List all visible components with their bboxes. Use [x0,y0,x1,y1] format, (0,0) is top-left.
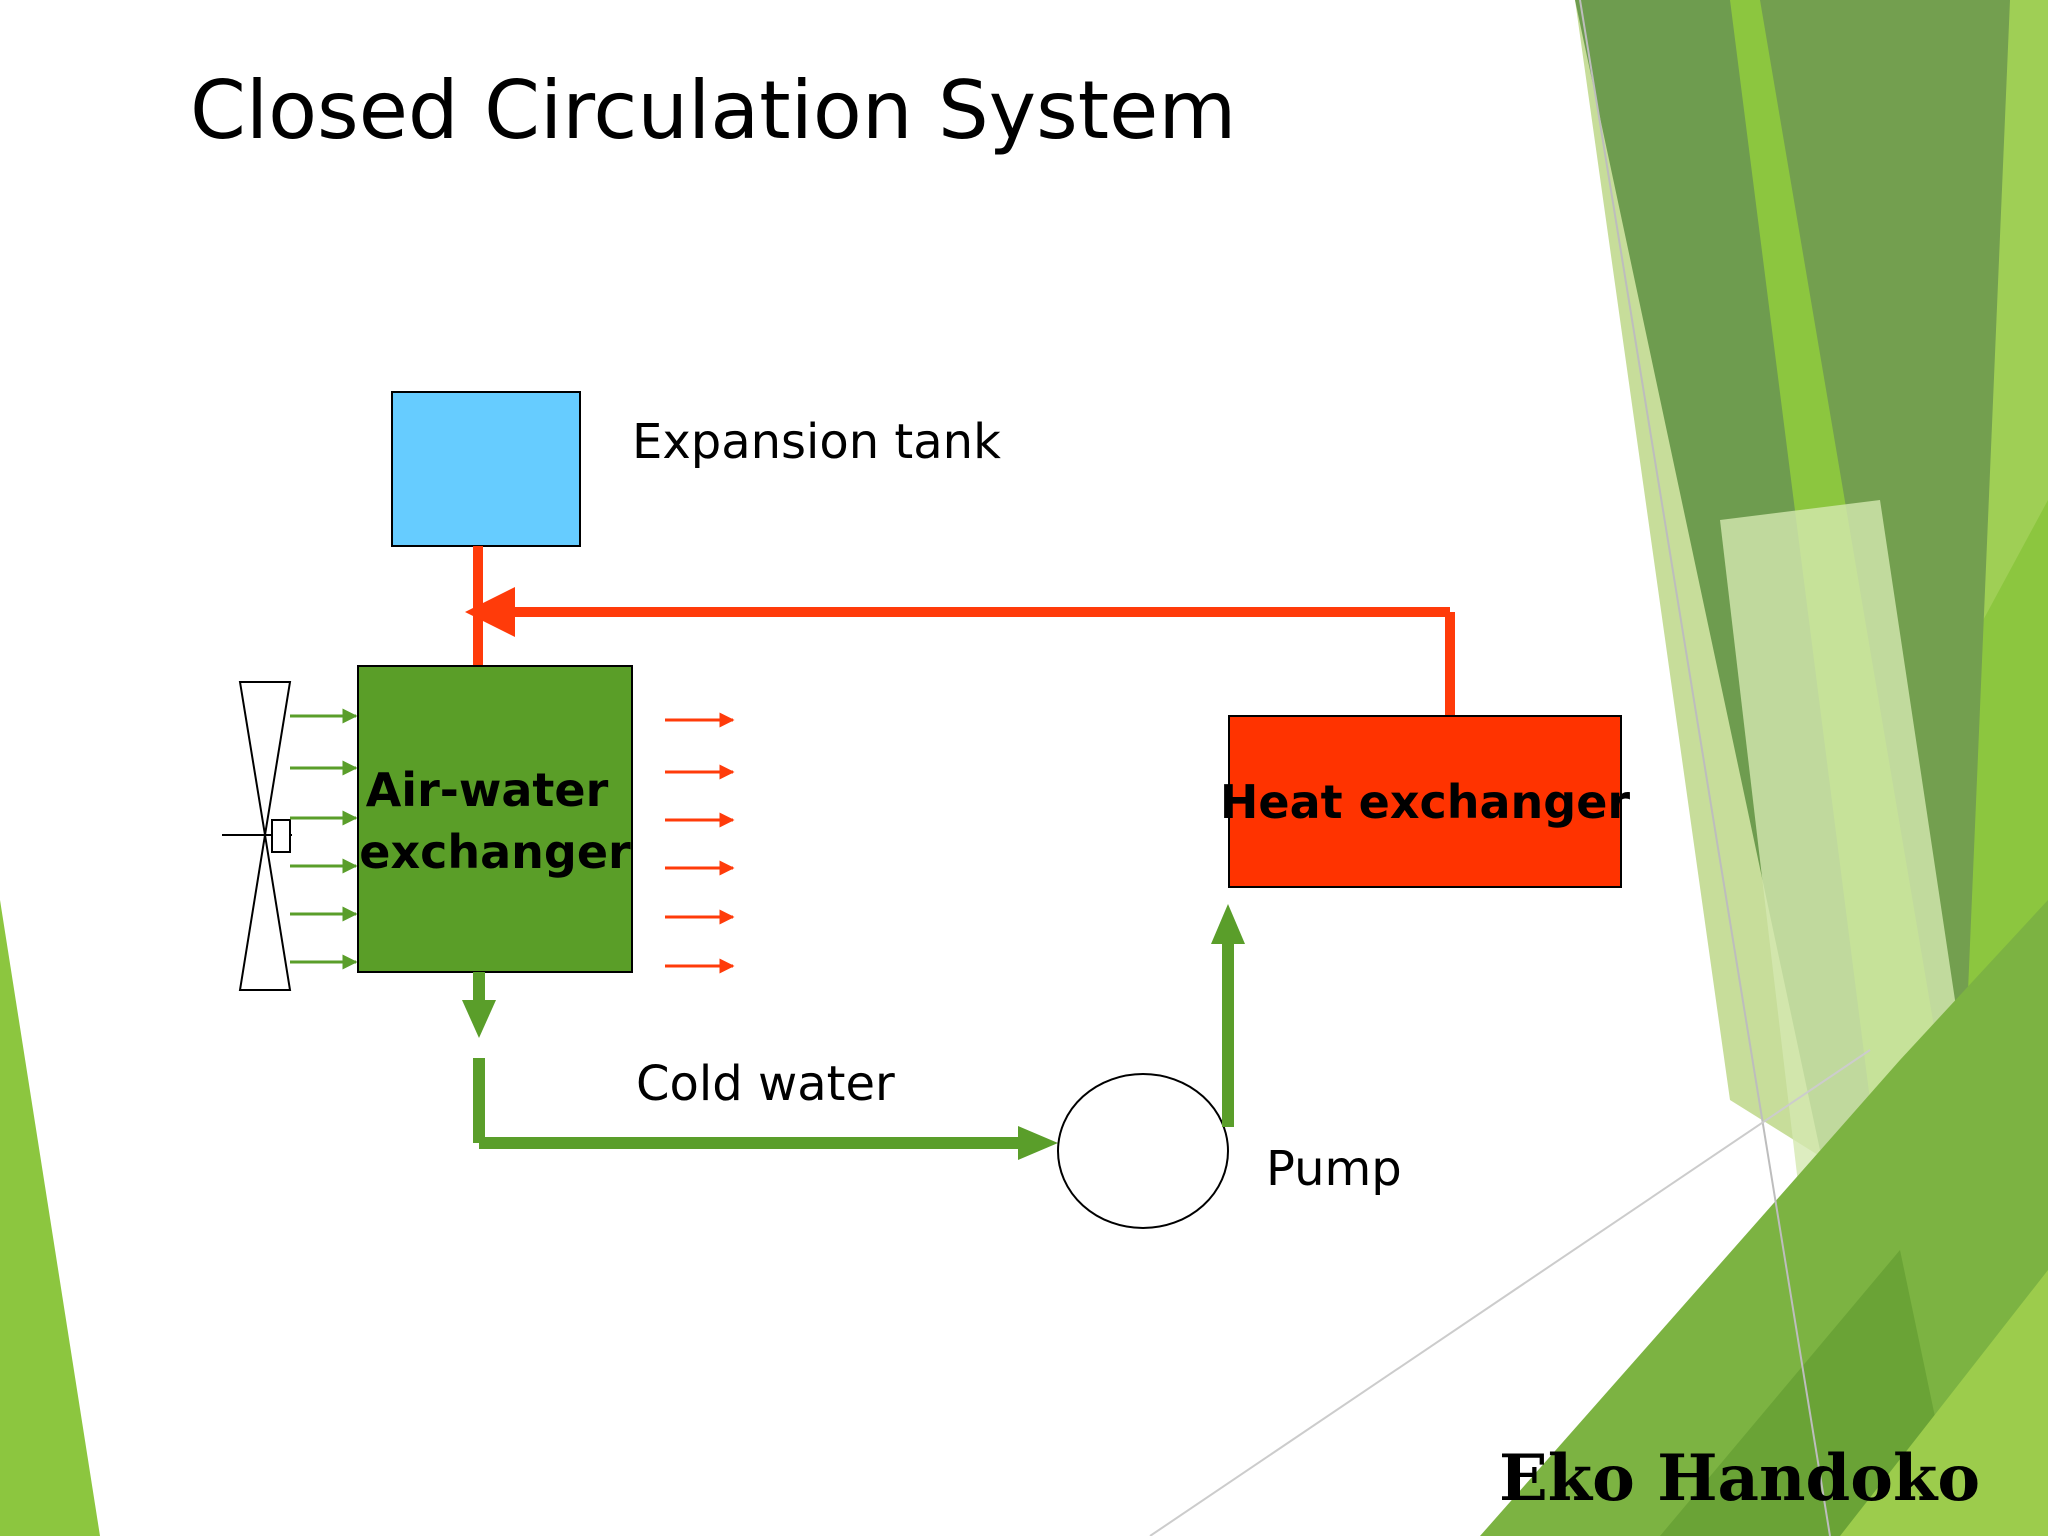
cold-water-line [462,972,1058,1160]
air-water-exchanger-label: Air-water exchanger [359,763,631,879]
air-water-exchanger-label-line1: Air-water [366,763,609,817]
hot-return-line [465,546,1455,716]
theme-decoration-left [0,900,100,1536]
air-outflow-arrows [665,712,735,974]
pump-label: Pump [1266,1141,1402,1197]
cold-water-label: Cold water [636,1056,895,1112]
pump [1057,1073,1229,1229]
air-inflow-arrows [290,708,358,970]
pump-outlet-line [1211,904,1245,1127]
air-water-exchanger [357,665,633,973]
slide-title: Closed Circulation System [190,64,1236,157]
author-credit: Eko Handoko [1499,1441,1980,1516]
theme-decoration-right [1149,0,2048,1536]
air-water-exchanger-label-line2: exchanger [359,825,631,879]
expansion-tank [391,391,581,547]
fan-icon [222,681,292,991]
heat-exchanger-label: Heat exchanger [1220,775,1631,829]
expansion-tank-label: Expansion tank [632,414,1001,470]
heat-exchanger [1228,715,1622,888]
